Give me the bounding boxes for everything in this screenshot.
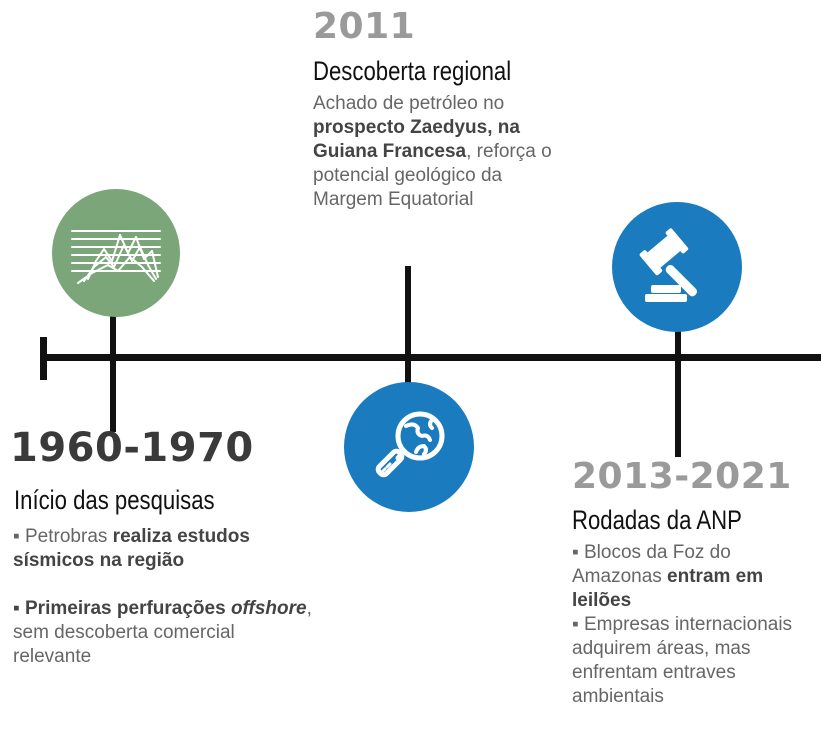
event-year-1960-1970: 1960-1970 xyxy=(10,425,254,471)
event-title-2011: Descoberta regional xyxy=(313,56,512,86)
event-text-1960-1970: ▪ Petrobras realiza estudos sísmicos na … xyxy=(13,526,312,667)
event-text-2011: Achado de petróleo no prospecto Zaedyus,… xyxy=(313,93,552,210)
connector-1960 xyxy=(110,306,116,432)
event-title-2013-2021: Rodadas da ANP xyxy=(572,505,742,535)
event-text-2013-2021: ▪ Blocos da Foz do Amazonas entram em le… xyxy=(572,542,793,707)
connector-2011 xyxy=(405,266,411,396)
timeline-start-cap xyxy=(40,337,47,380)
connector-2013 xyxy=(675,325,681,457)
seismic-chart-icon xyxy=(52,189,180,317)
event-year-2013-2021: 2013-2021 xyxy=(572,456,792,497)
event-year-2011: 2011 xyxy=(313,6,416,47)
auction-gavel-icon xyxy=(612,202,742,332)
timeline-axis xyxy=(43,354,821,361)
event-title-1960-1970: Início das pesquisas xyxy=(14,485,215,515)
globe-magnifier-icon xyxy=(344,382,474,512)
